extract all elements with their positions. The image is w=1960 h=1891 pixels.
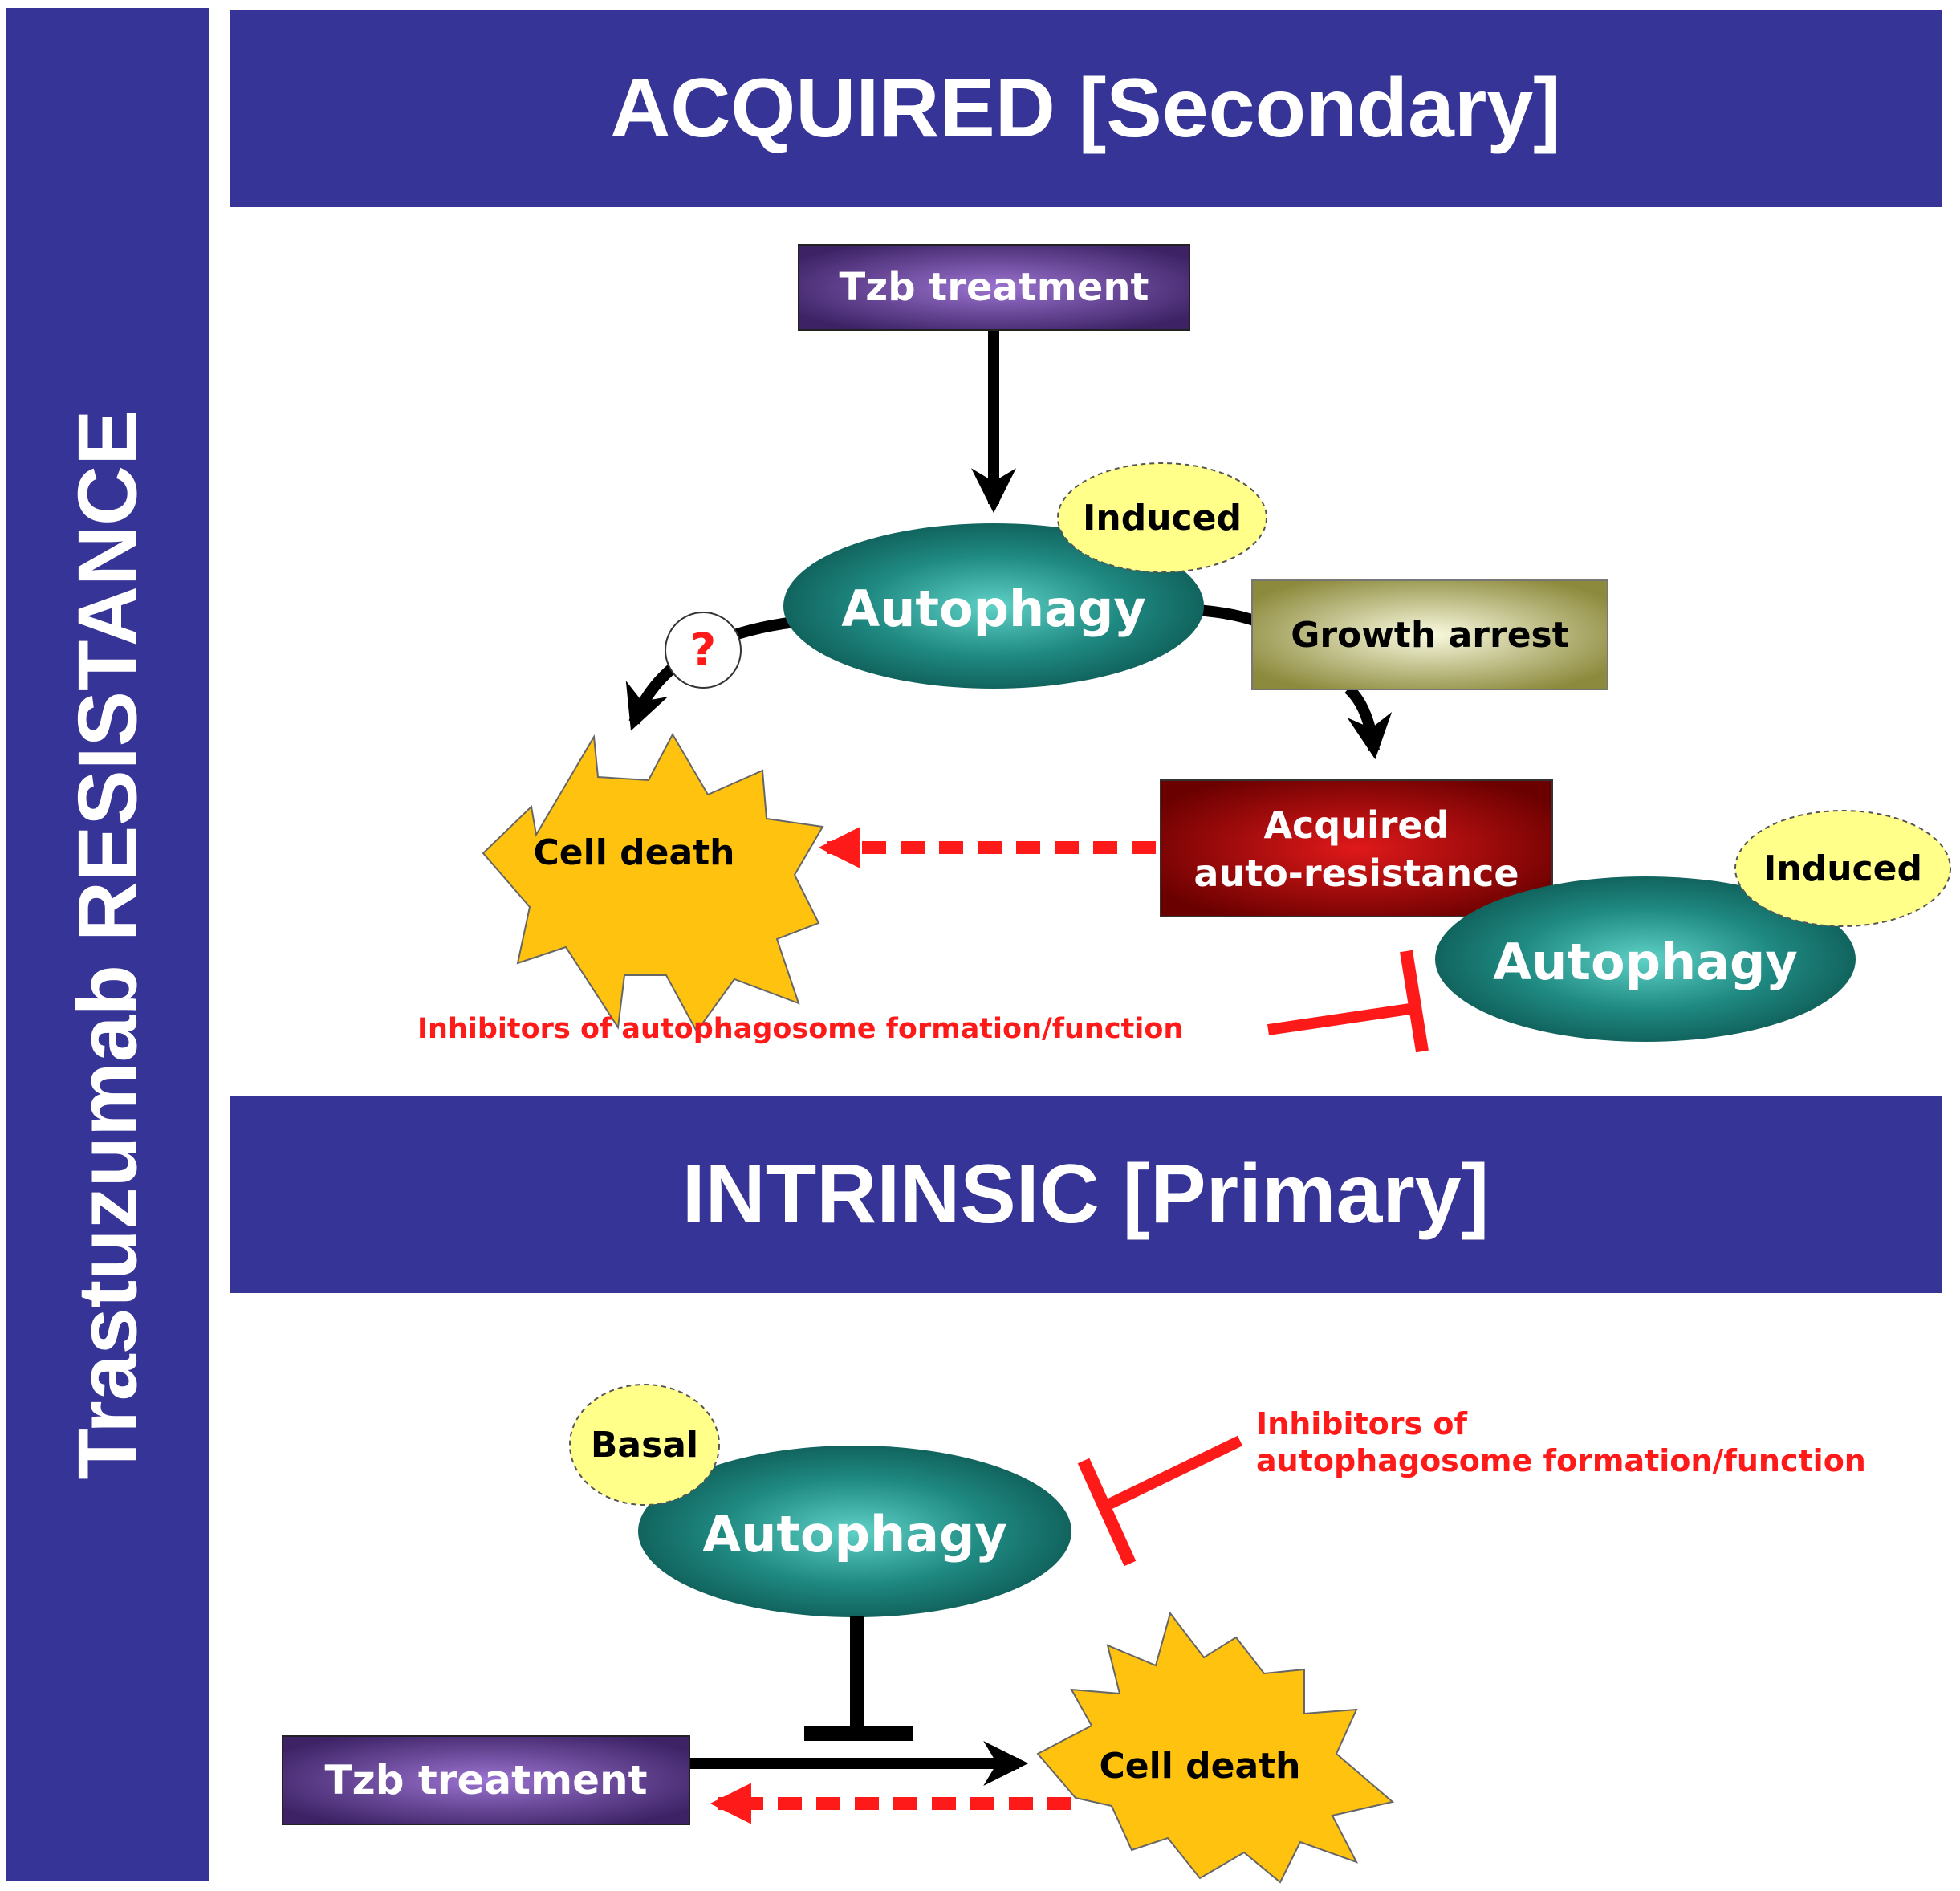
induced-label-acquired-2: Induced [1735,811,1950,926]
basal-text-intrinsic: Basal [590,1424,699,1466]
inhibitors-label-intrinsic-line1: Inhibitors of [1256,1406,1467,1442]
inhibitor-bar-acquired [1400,950,1429,1053]
inhibitors-label-intrinsic-line2: autophagosome formation/function [1256,1443,1866,1478]
induced-text-acquired-2: Induced [1763,848,1922,889]
growth-arrest-to-resistance-arrow [1344,684,1393,760]
basal-tag-intrinsic [569,1384,720,1506]
auto-resistance-box [1160,779,1553,917]
tzb-treatment-label-intrinsic: Tzb treatment [283,1736,689,1824]
auto-resistance-label: Acquired auto-resistance [1161,787,1552,911]
acquired-header: ACQUIRED [Secondary] [230,10,1942,207]
inhibitor-bar-intrinsic [1077,1458,1137,1567]
cell-death-text-acquired: Cell death [533,832,735,873]
acquired-header-text: ACQUIRED [Secondary] [610,61,1561,155]
intrinsic-header: INTRINSIC [Primary] [230,1096,1942,1293]
induced-text-acquired: Induced [1083,497,1242,539]
autophagy-text-intrinsic: Autophagy [702,1504,1007,1564]
inhibitors-label-acquired: Inhibitors of autophagosome formation/fu… [417,1013,1184,1045]
cell-death-burst-acquired [482,732,824,1033]
autophagy-text-acquired-2: Autophagy [1493,932,1798,991]
autophagy-label-acquired: Autophagy [783,570,1204,647]
induced-label-acquired: Induced [1058,463,1267,572]
autophagy-node-intrinsic [638,1446,1071,1617]
question-mark-circle [665,612,742,689]
induced-tag-acquired-2 [1734,810,1951,927]
autophagy-label-acquired-2: Autophagy [1435,923,1856,1000]
auto-resistance-text-line2: auto-resistance [1193,851,1519,895]
question-mark-label: ? [665,612,741,688]
tzb-treatment-text-acquired: Tzb treatment [839,265,1149,310]
question-mark-text: ? [689,624,717,677]
tzb-treatment-box-acquired [798,244,1190,331]
intrinsic-header-text: INTRINSIC [Primary] [681,1147,1490,1241]
tzb-treatment-box-intrinsic [282,1735,690,1825]
side-banner: Trastuzumab RESISTANCE [6,8,209,1881]
auto-resistance-text-line1: Acquired [1263,803,1450,847]
autophagy-node-acquired-2 [1435,876,1856,1042]
autophagy-node-acquired [783,523,1204,689]
autophagy-label-intrinsic: Autophagy [638,1495,1071,1572]
cell-death-burst-intrinsic [1036,1611,1395,1884]
tzb-treatment-text-intrinsic: Tzb treatment [324,1757,648,1804]
inhibitor-line-acquired [1267,1002,1422,1035]
basal-label-intrinsic: Basal [570,1385,719,1505]
cell-death-label-acquired: Cell death [514,823,754,883]
cell-death-label-intrinsic: Cell death [1080,1736,1320,1796]
growth-arrest-box [1251,580,1608,690]
tzb-treatment-label-acquired: Tzb treatment [799,245,1189,330]
induced-tag-acquired [1057,462,1267,573]
growth-arrest-label: Growth arrest [1252,580,1608,689]
cell-death-text-intrinsic: Cell death [1099,1746,1301,1787]
autophagy-text-acquired: Autophagy [841,579,1146,638]
growth-arrest-text: Growth arrest [1291,614,1569,656]
inhibitor-line-intrinsic [1104,1435,1243,1511]
